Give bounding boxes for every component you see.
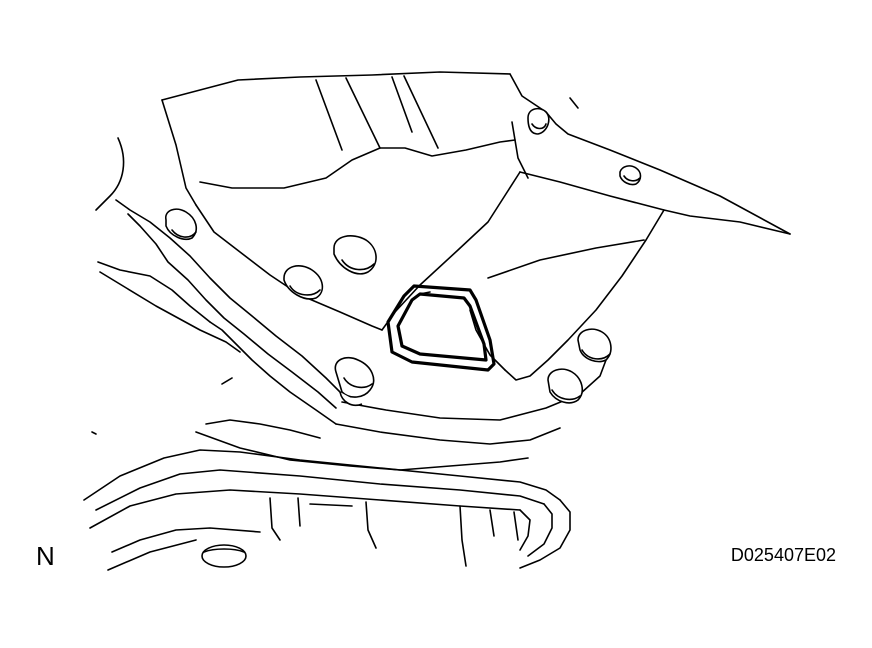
direction-label: N [36, 541, 55, 571]
bolt-left-upper [165, 208, 198, 241]
oil-pan [83, 449, 571, 571]
bolt-top-right [527, 107, 550, 135]
case-right-extension [469, 73, 791, 381]
bolt-center-1 [283, 265, 324, 300]
bolt-flange-right-upper [577, 328, 612, 363]
drain-plug [201, 544, 247, 568]
bolt-center-2 [333, 235, 377, 275]
case-left-flange [91, 137, 607, 471]
valve-body-gasket [386, 284, 496, 372]
bolt-flange-right-lower [547, 368, 584, 404]
bolt-bracket-right [619, 165, 642, 186]
figure-code: D025407E02 [730, 545, 836, 565]
bolt-flange-left [334, 356, 375, 407]
